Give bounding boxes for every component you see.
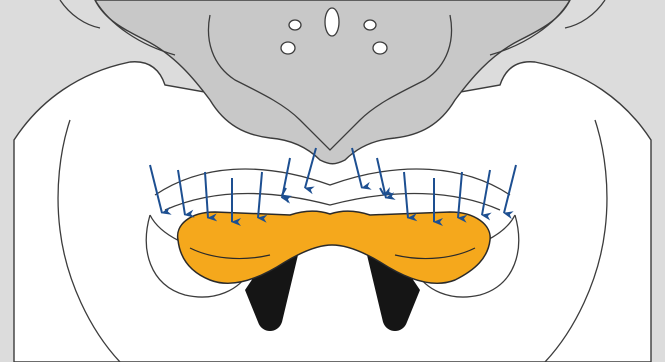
diagram-canvas	[0, 0, 665, 362]
pelvis-diagram	[0, 0, 665, 362]
